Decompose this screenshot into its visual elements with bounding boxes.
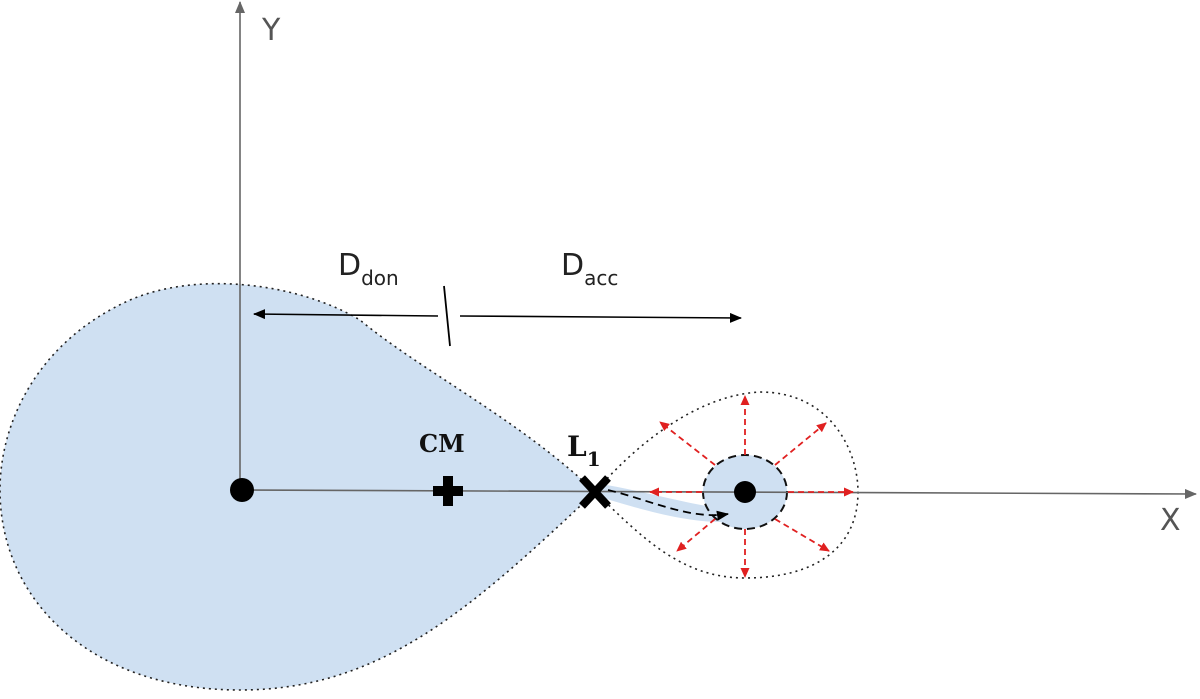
outflow-arrow-upper-left xyxy=(659,421,716,466)
x-axis-label: X xyxy=(1160,503,1181,538)
donor-distance-label: Ddon xyxy=(338,248,399,290)
outflow-arrows xyxy=(649,395,854,578)
donor-roche-lobe xyxy=(0,282,597,691)
center-of-mass-plus-icon xyxy=(433,476,463,506)
accretor-center-icon xyxy=(734,481,756,503)
y-axis-label: Y xyxy=(261,13,281,48)
donor-center-icon xyxy=(230,478,254,502)
outflow-arrow-lower-right xyxy=(774,518,830,552)
accretor-distance-arrow xyxy=(459,312,742,323)
mass-transfer-arrow xyxy=(607,489,729,521)
distance-divider-tick xyxy=(443,285,451,347)
donor-distance-arrow xyxy=(253,309,439,320)
lagrange-point-label: L1 xyxy=(567,430,601,471)
mass-transfer-stream xyxy=(600,484,722,522)
outflow-arrow-upper-right xyxy=(774,422,827,466)
x-axis xyxy=(242,488,1197,499)
center-of-mass-label: CM xyxy=(419,429,465,458)
outflow-arrow-lower-left xyxy=(676,518,716,552)
lagrange-point-x-mark-icon xyxy=(579,475,611,509)
accretor-distance-label: Dacc xyxy=(561,248,618,290)
